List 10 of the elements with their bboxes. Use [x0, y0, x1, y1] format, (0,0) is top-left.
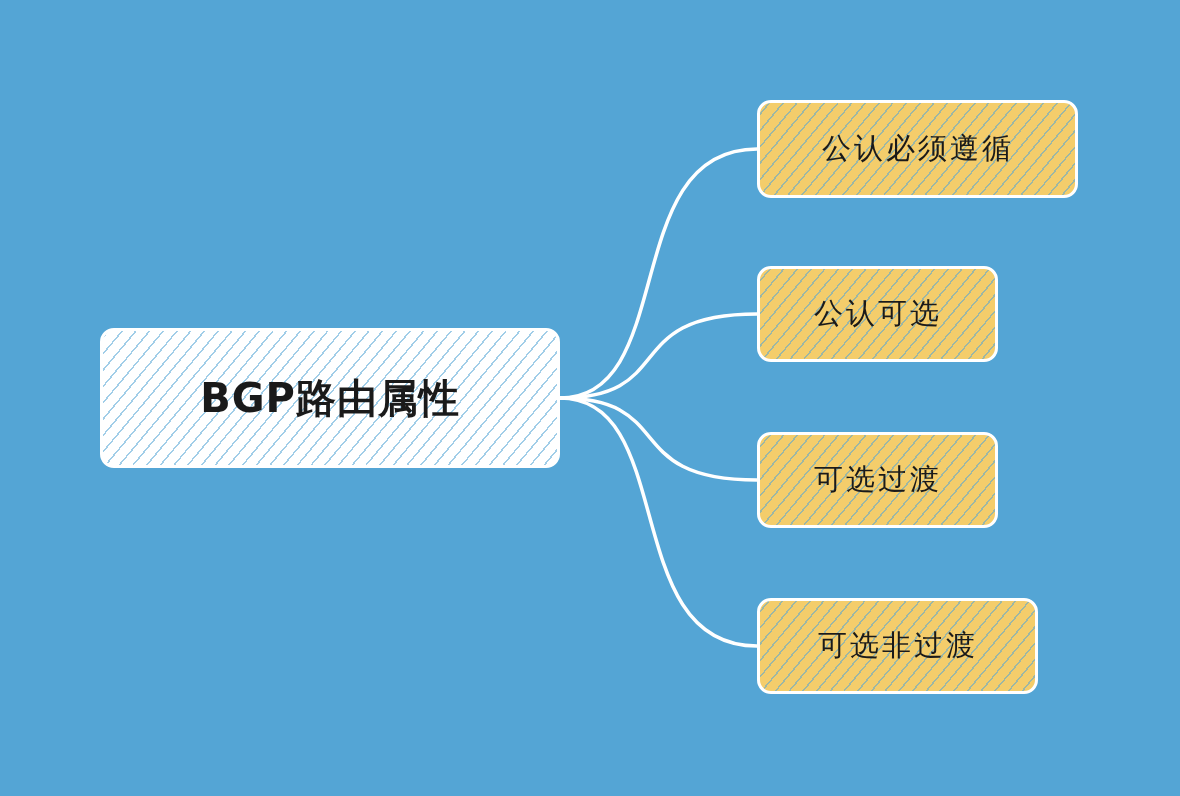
branch-topic-box — [757, 100, 1078, 198]
root-topic-box — [100, 328, 560, 468]
topic-label: 可选过渡 — [813, 461, 942, 498]
branch-topic-box — [757, 598, 1038, 694]
branch-topic-box — [757, 432, 998, 528]
topic-label: 公认必须遵循 — [821, 130, 1014, 167]
branch-topic-box — [757, 266, 998, 362]
topic-label: 公认可选 — [813, 295, 942, 332]
topic-label: 可选非过渡 — [817, 627, 978, 664]
topic-label: BGP路由属性 — [200, 373, 460, 423]
